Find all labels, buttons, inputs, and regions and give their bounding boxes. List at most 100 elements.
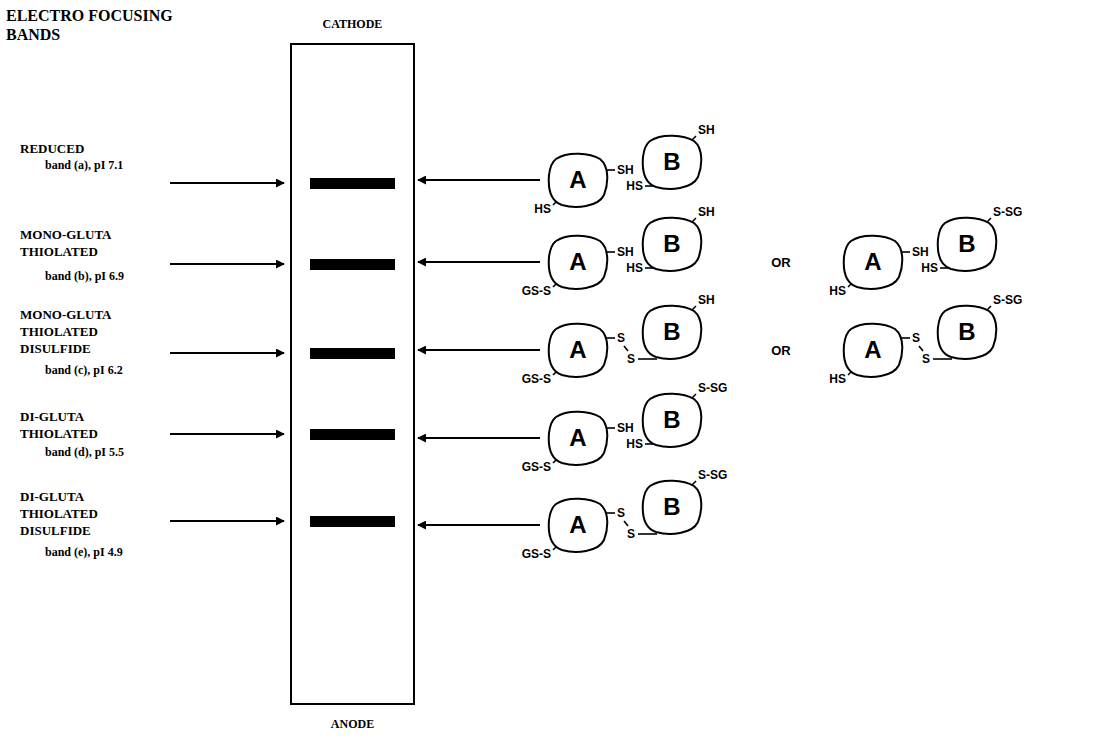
subunit-letter: B (935, 215, 999, 273)
subunit-letter: B (640, 133, 704, 191)
bond-line (624, 346, 628, 351)
band-pi: band (c), pI 6.2 (45, 362, 123, 378)
subunit-letter: A (569, 424, 586, 452)
subunit-letter: B (958, 318, 975, 346)
disulfide-sulfur: S (617, 330, 625, 346)
thiol-group: S-SG (993, 292, 1022, 308)
subunit-blob: B (935, 303, 999, 361)
state-name: MONO-GLUTA THIOLATED (20, 226, 130, 260)
or-word: OR (771, 254, 791, 271)
thiol-group: GS-S (522, 546, 551, 562)
gel-band (310, 178, 395, 527)
pointer-arrow (170, 183, 284, 521)
subunit-blob: A (546, 233, 610, 291)
blob-outline-path (844, 324, 903, 377)
connector-arrow (418, 179, 540, 181)
blob-outline-path (938, 306, 997, 359)
thiol-group: S-SG (993, 204, 1022, 220)
connector-arrow (418, 349, 540, 351)
blob-outline-path (643, 136, 702, 189)
subunit-letter: A (546, 321, 610, 379)
subunit-blob: B (935, 215, 999, 273)
thiol-group: SH (698, 204, 715, 220)
thiol-group: GS-S (522, 371, 551, 387)
bond-line (933, 358, 952, 360)
subunit-blob: A (546, 409, 610, 467)
blob-outline-path (549, 324, 608, 377)
subunit-letter: B (935, 303, 999, 361)
subunit-letter: A (546, 496, 610, 554)
thiol-group: SH (912, 244, 929, 260)
subunit-letter: A (864, 248, 881, 276)
gel-lane: CATHODEANODE (290, 43, 415, 705)
connector-arrow (418, 524, 540, 526)
thiol-group: HS (534, 201, 551, 217)
blob-outline-path (549, 236, 608, 289)
blob-outline-path (549, 412, 608, 465)
blob-outline-path (938, 218, 997, 271)
disulfide-sulfur: S (912, 330, 920, 346)
thiol-group: HS (626, 436, 643, 452)
state-name: MONO-GLUTA THIOLATED DISULFIDE (20, 306, 130, 357)
blob-outline-path (844, 236, 903, 289)
subunit-letter: B (640, 478, 704, 536)
bond-line (638, 358, 657, 360)
state-name: REDUCED (20, 140, 84, 157)
subunit-letter: B (663, 148, 680, 176)
subunit-blob: B (640, 303, 704, 361)
disulfide-sulfur: S (627, 526, 635, 542)
thiol-group: HS (626, 178, 643, 194)
subunit-letter: A (546, 233, 610, 291)
thiol-group: SH (698, 122, 715, 138)
bond-line (638, 533, 657, 535)
subunit-letter: A (569, 511, 586, 539)
subunit-blob: B (640, 391, 704, 449)
subunit-letter: B (663, 406, 680, 434)
connector-arrow (418, 437, 540, 439)
subunit-blob: B (640, 478, 704, 536)
bond-line (919, 346, 923, 351)
thiol-group: HS (829, 283, 846, 299)
subunit-letter: B (663, 230, 680, 258)
band-pi: band (b), pI 6.9 (45, 268, 124, 284)
subunit-letter: A (841, 233, 905, 291)
subunit-letter: B (640, 215, 704, 273)
subunit-letter: A (569, 248, 586, 276)
blob-outline-path (549, 499, 608, 552)
thiol-group: GS-S (522, 459, 551, 475)
thiol-group: HS (921, 260, 938, 276)
subunit-blob: A (841, 321, 905, 379)
state-name: DI-GLUTA THIOLATED DISULFIDE (20, 488, 130, 539)
subunit-blob: A (841, 233, 905, 291)
electrode-label: CATHODE (292, 17, 413, 32)
thiol-group: SH (617, 162, 634, 178)
diagram-title: ELECTRO FOCUSING BANDS (6, 6, 176, 44)
subunit-blob: B (640, 133, 704, 191)
band-pi: band (d), pI 5.5 (45, 444, 124, 460)
thiol-group: SH (698, 292, 715, 308)
thiol-group: S-SG (698, 467, 727, 483)
subunit-letter: A (569, 336, 586, 364)
thiol-group: SH (617, 420, 634, 436)
subunit-letter: B (640, 391, 704, 449)
thiol-group: SH (617, 244, 634, 260)
subunit-blob: B (640, 215, 704, 273)
blob-outline-path (643, 481, 702, 534)
subunit-letter: B (640, 303, 704, 361)
subunit-blob: A (546, 151, 610, 209)
subunit-letter: B (958, 230, 975, 258)
band-pi: band (a), pI 7.1 (45, 157, 123, 173)
subunit-blob: A (546, 496, 610, 554)
electrode-label: ANODE (292, 717, 413, 732)
thiol-group: GS-S (522, 283, 551, 299)
blob-outline-path (643, 218, 702, 271)
subunit-letter: B (663, 318, 680, 346)
disulfide-sulfur: S (617, 505, 625, 521)
or-word: OR (771, 342, 791, 359)
state-name: DI-GLUTA THIOLATED (20, 408, 130, 442)
blob-outline-path (643, 306, 702, 359)
